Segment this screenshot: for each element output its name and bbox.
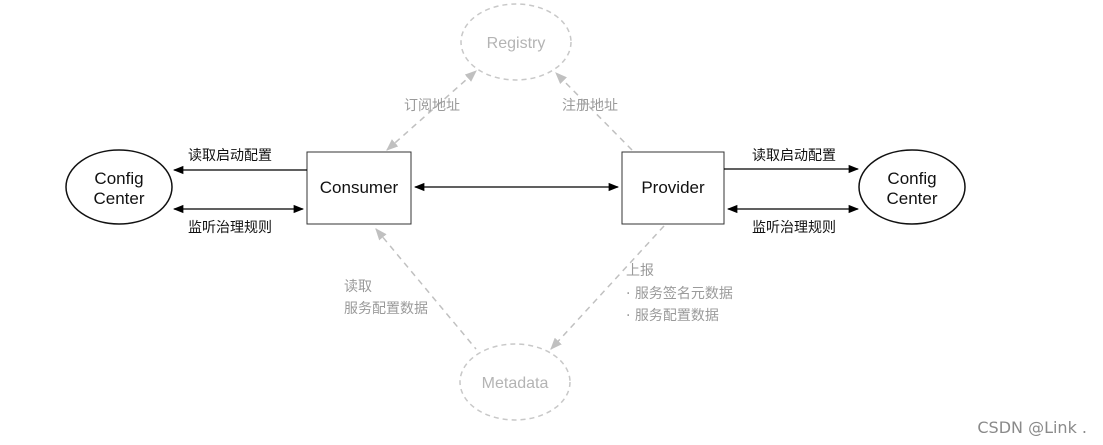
provider-label: Provider [641,178,705,197]
config-center-left-line2: Center [93,189,144,208]
csdn-watermark: CSDN @Link . [977,418,1087,437]
config-center-left-line1: Config [94,169,143,188]
provider-registry-arrow [555,72,633,151]
provider-node: Provider [621,151,725,225]
provider-report-item2-label: · 服务配置数据 [626,308,719,324]
registry-node: Registry [460,3,572,81]
config-center-left-node: Config Center [65,149,173,225]
provider-report-label: 上报 [626,263,654,279]
listen-governance-left-label: 监听治理规则 [188,220,272,236]
read-startup-config-right-label: 读取启动配置 [752,147,836,164]
config-center-right-node: Config Center [858,149,966,225]
register-address-label: 注册地址 [562,98,618,114]
consumer-read-detail-label: 服务配置数据 [344,301,428,317]
metadata-label: Metadata [482,375,549,392]
config-center-right-line2: Center [886,189,937,208]
registry-label: Registry [487,35,546,52]
listen-governance-right-label: 监听治理规则 [752,220,836,236]
provider-metadata-arrow [550,225,665,350]
consumer-registry-arrow [386,70,477,151]
consumer-read-label: 读取 [344,278,372,295]
metadata-node: Metadata [459,343,571,421]
subscribe-address-label: 订阅地址 [404,98,460,114]
consumer-metadata-arrow [375,228,477,350]
read-startup-config-left-label: 读取启动配置 [188,147,272,164]
consumer-label: Consumer [320,178,399,197]
provider-report-item1-label: · 服务签名元数据 [626,285,733,302]
config-center-right-line1: Config [887,169,936,188]
consumer-node: Consumer [306,151,412,225]
